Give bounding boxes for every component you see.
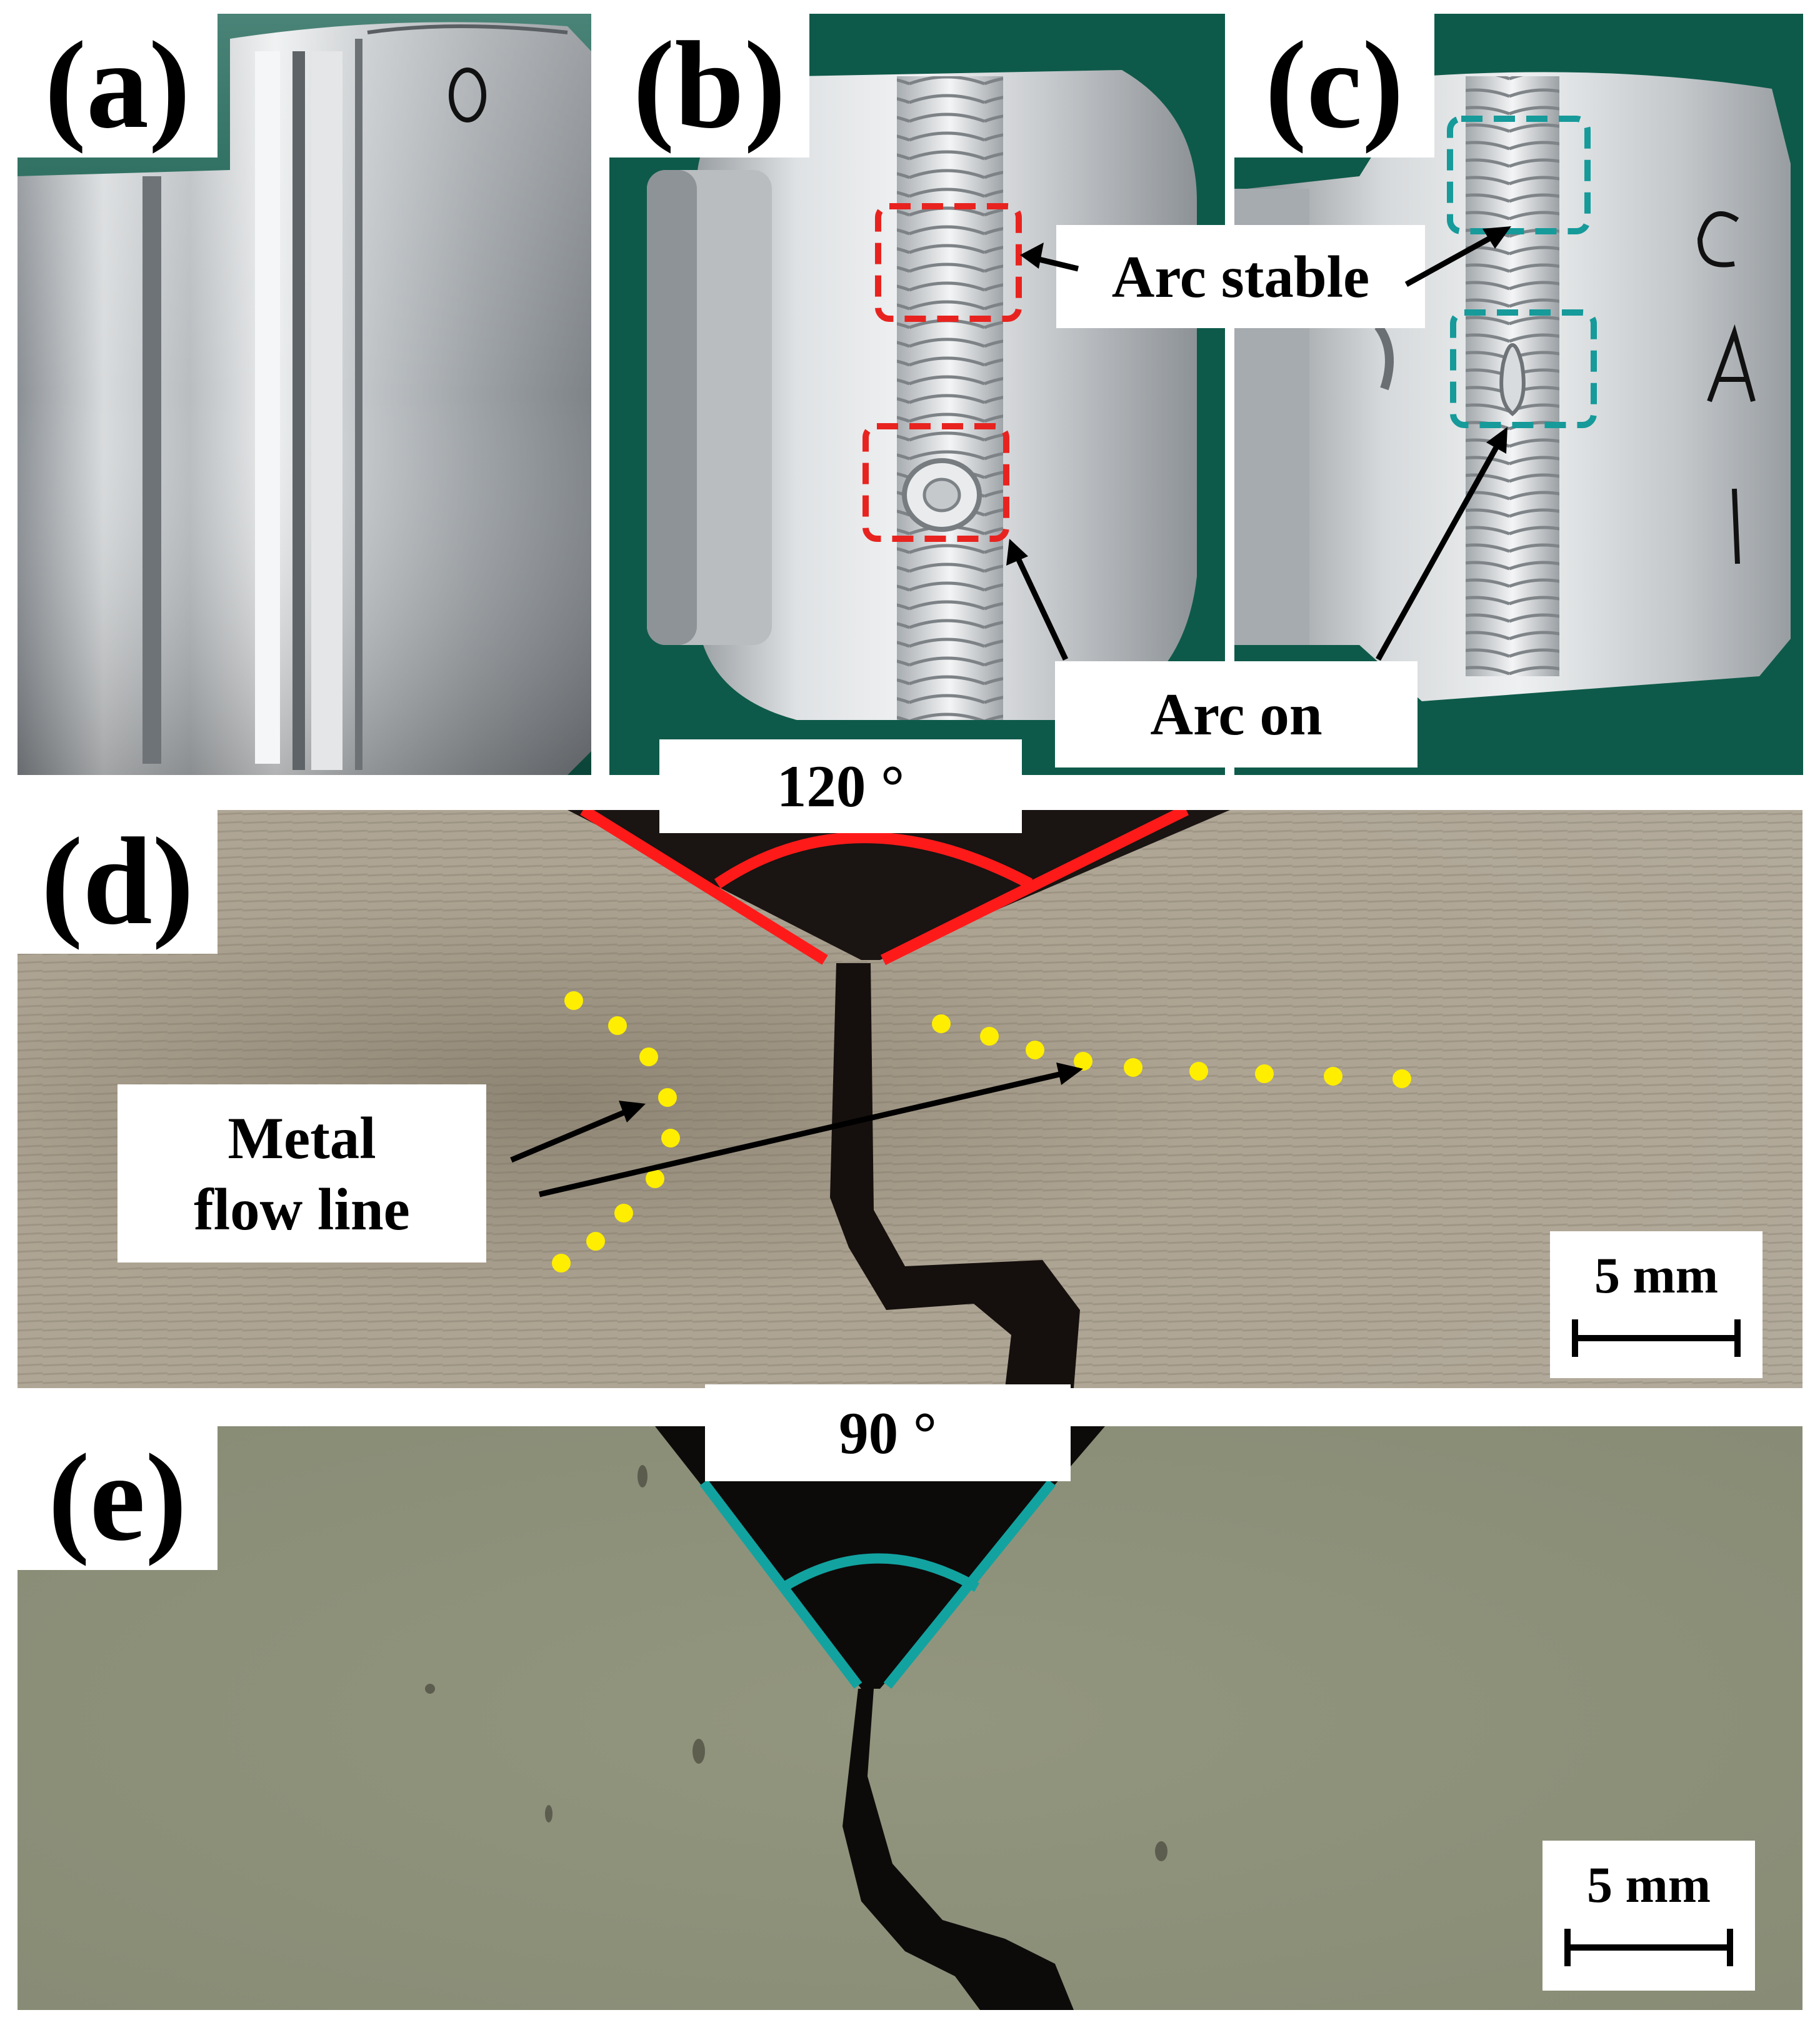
arc-stable-box-c [1447,116,1591,234]
panel-e-label: (e) [18,1426,218,1570]
angle-120-label: 120 ° [659,739,1022,833]
arc-stable-box-b [875,203,1022,322]
metal-flow-line-text-2: flow line [194,1176,410,1242]
pipe-photo-a [18,14,591,775]
arc-on-box-b [862,423,1009,542]
scale-bar-d-text: 5 mm [1594,1247,1719,1304]
panel-a-photo: O [18,14,591,775]
angle-90-label: 90 ° [705,1384,1071,1481]
panel-c-label: (c) [1234,14,1434,158]
panel-b-label: (b) [609,14,809,158]
panel-d-label: (d) [18,810,218,954]
panel-e-micrograph [18,1426,1802,2010]
scale-bar-e-text: 5 mm [1586,1856,1711,1913]
flow-line-dots-right [932,1014,1411,1088]
arc-stable-callout: Arc stable [1056,225,1425,328]
panel-d-micrograph [18,810,1802,1388]
flow-line-dots-left [552,991,680,1272]
metal-flow-line-text-1: Metal [228,1104,376,1171]
micrograph-e [18,1426,1802,2010]
micrograph-d [18,810,1802,1388]
metal-flow-line-callout: Metal flow line [118,1084,486,1262]
scale-bar-e: 5 mm [1542,1841,1755,1991]
arc-on-box-c [1450,309,1597,428]
scale-bar-d-line [1572,1319,1741,1358]
scale-bar-d: 5 mm [1550,1231,1762,1378]
arc-on-callout: Arc on [1055,661,1418,768]
scale-bar-e-line [1564,1929,1733,1967]
panel-a-label: (a) [18,14,218,158]
